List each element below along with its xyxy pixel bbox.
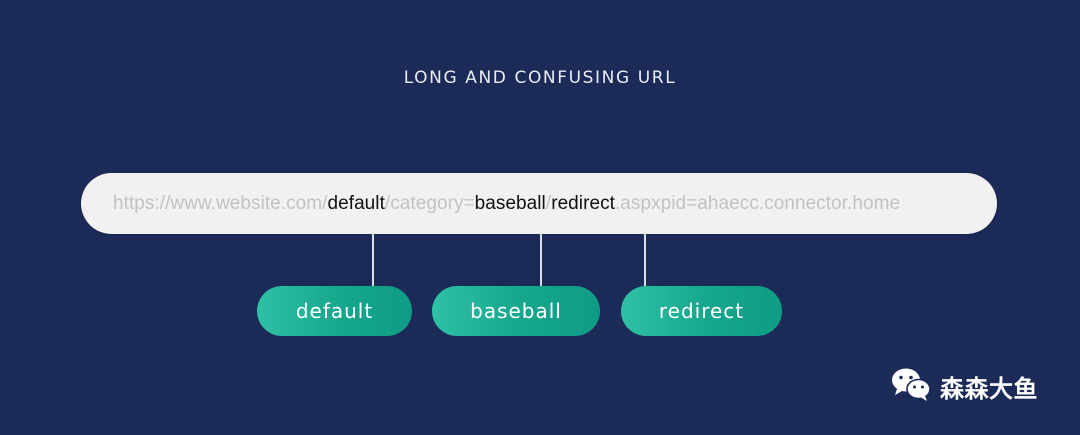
url-part: / [545, 193, 552, 214]
watermark: 森森大鱼 [890, 366, 1038, 407]
connector-line-baseball [540, 234, 542, 287]
keyword-label: redirect [658, 299, 745, 323]
connector-line-redirect [644, 234, 646, 287]
url-keyword: baseball [474, 193, 546, 214]
keyword-pill-default: default [257, 286, 412, 336]
keyword-label: default [295, 299, 374, 323]
url-keyword: default [327, 193, 385, 214]
keyword-pill-baseball: baseball [432, 286, 600, 336]
url-part: .aspxpid=ahaecc.connector.home [614, 193, 901, 214]
keyword-label: baseball [470, 299, 562, 323]
diagram-title: LONG AND CONFUSING URL [403, 68, 677, 88]
watermark-text: 森森大鱼 [940, 375, 1038, 403]
connector-line-default [372, 234, 374, 287]
url-keyword: redirect [551, 193, 615, 214]
wechat-icon [890, 366, 932, 407]
url-text: https://www.website.com/default/category… [113, 191, 900, 217]
url-part: /category= [384, 193, 475, 214]
url-bar [81, 173, 997, 234]
keyword-pill-redirect: redirect [621, 286, 782, 336]
url-part: https://www.website.com/ [113, 193, 328, 214]
